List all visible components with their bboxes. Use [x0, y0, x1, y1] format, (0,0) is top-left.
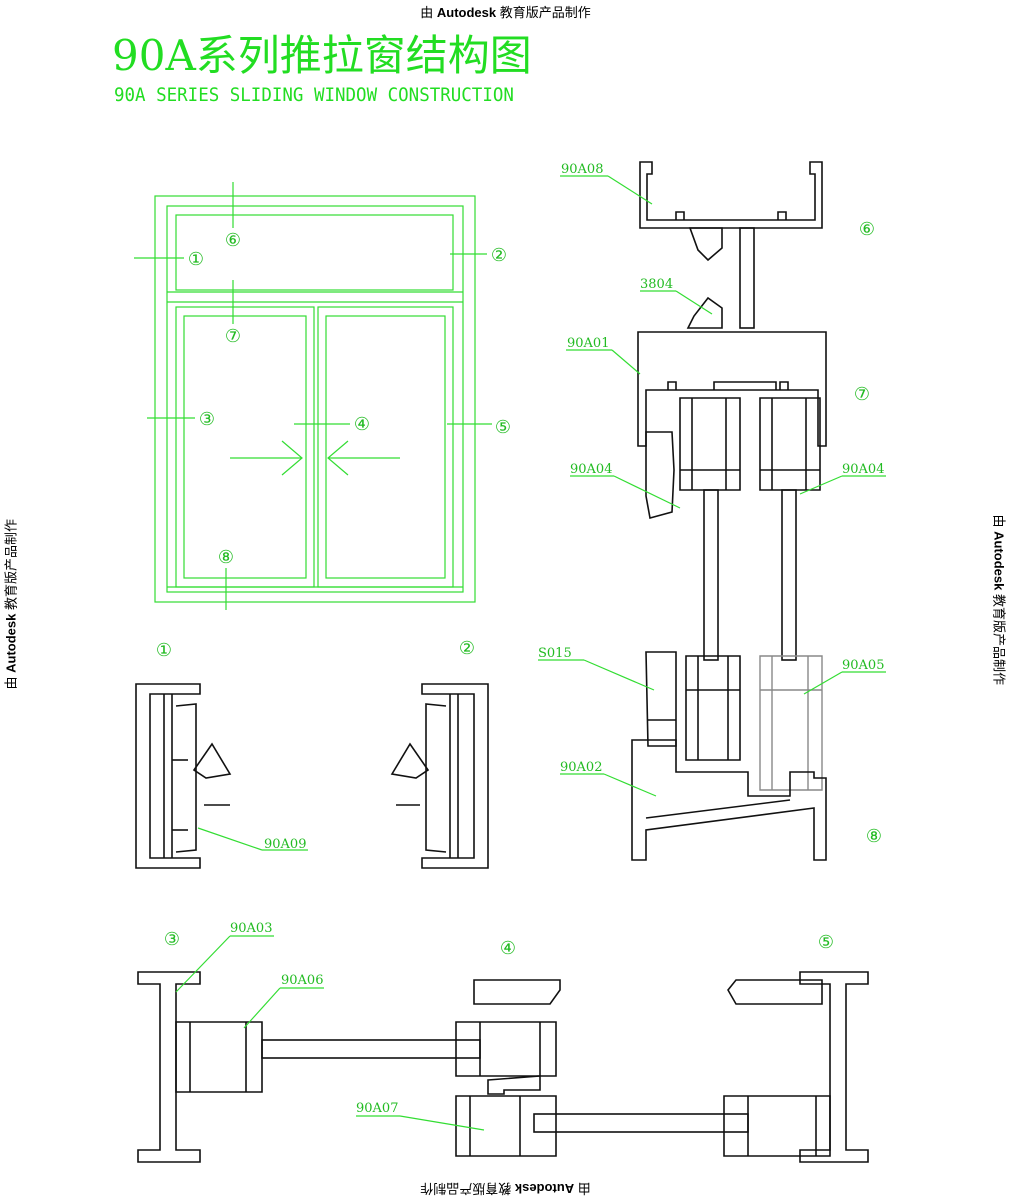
- section-marker-2: ②: [459, 638, 475, 659]
- section-marker-8: ⑧: [866, 826, 882, 847]
- vertical-section-labels: 90A08 3804 90A01 90A04 90A04 S015 90A05 …: [538, 162, 886, 797]
- section-marker-4: ④: [500, 938, 516, 959]
- part-label-90A06: 90A06: [281, 973, 323, 988]
- part-label-90A05: 90A05: [842, 658, 884, 673]
- part-label-90A07: 90A07: [356, 1101, 398, 1116]
- elevation-marker-6: ⑥: [225, 230, 241, 251]
- horizontal-section: [137, 971, 869, 1163]
- elevation-marker-4: ④: [354, 414, 370, 435]
- drawing-title-chinese: 90A系列推拉窗结构图: [112, 31, 532, 80]
- elevation-marker-1: ①: [188, 249, 204, 270]
- part-label-90A01: 90A01: [567, 336, 609, 351]
- jamb-section-1: [135, 683, 232, 869]
- section-marker-7: ⑦: [854, 384, 870, 405]
- elevation-marker-2: ②: [491, 245, 507, 266]
- part-label-90A03: 90A03: [230, 921, 272, 936]
- elevation-marker-8: ⑧: [218, 547, 234, 568]
- section-marker-1: ①: [156, 640, 172, 661]
- drawing-title-english: 90A SERIES SLIDING WINDOW CONSTRUCTION: [114, 84, 514, 106]
- watermark-top: 由 Autodesk 教育版产品制作: [420, 5, 591, 20]
- elevation-marker-7: ⑦: [225, 326, 241, 347]
- horizontal-section-labels: 90A03 90A06 90A07: [175, 921, 485, 1131]
- part-label-90A04-right: 90A04: [842, 462, 884, 477]
- section-marker-5: ⑤: [818, 932, 834, 953]
- part-label-90A04-left: 90A04: [570, 462, 612, 477]
- part-label-90A09: 90A09: [264, 837, 306, 852]
- part-label-90A08: 90A08: [561, 162, 603, 177]
- vertical-section: [631, 161, 827, 861]
- section-marker-6: ⑥: [859, 219, 875, 240]
- part-label-3804: 3804: [640, 277, 673, 292]
- part-label-90A02: 90A02: [560, 760, 602, 775]
- window-elevation: [134, 182, 492, 610]
- elevation-markers: ① ② ⑥ ⑦ ③ ④ ⑤ ⑧: [188, 230, 511, 568]
- elevation-marker-3: ③: [199, 409, 215, 430]
- section-marker-3: ③: [164, 929, 180, 950]
- jamb-section-2: [390, 683, 489, 869]
- elevation-marker-5: ⑤: [495, 417, 511, 438]
- part-label-S015: S015: [538, 646, 572, 661]
